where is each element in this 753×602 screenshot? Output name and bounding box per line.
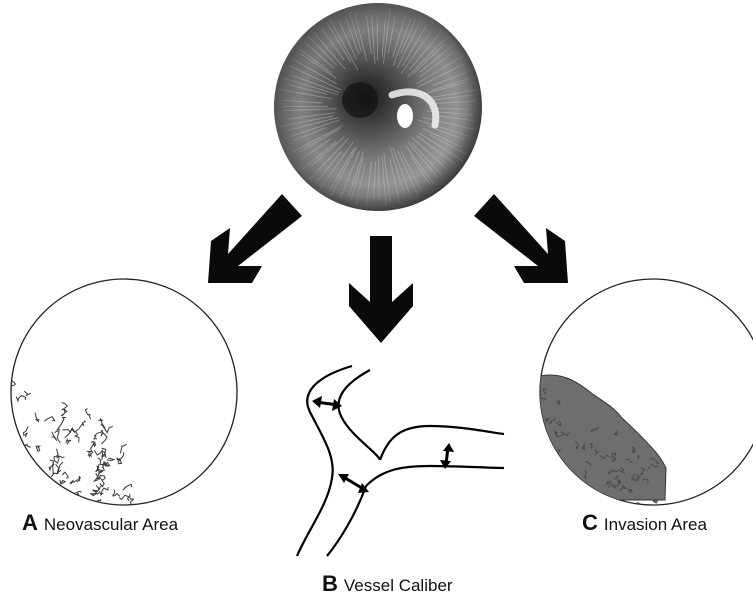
panel-b-letter: B xyxy=(322,571,338,596)
panel-b-text: Vessel Caliber xyxy=(344,576,453,595)
arrow-right xyxy=(474,194,568,283)
panel-c-diagram xyxy=(540,279,753,506)
panel-b-diagram xyxy=(297,366,504,556)
panel-c-label: C Invasion Area xyxy=(582,510,707,536)
arrow-center xyxy=(349,236,413,343)
panel-a-letter: A xyxy=(22,510,38,535)
panel-a-text: Neovascular Area xyxy=(44,515,178,534)
panel-a-diagram xyxy=(6,279,237,512)
cornea-photo xyxy=(274,3,482,211)
panel-c-text: Invasion Area xyxy=(604,515,707,534)
panel-b-label: B Vessel Caliber xyxy=(322,571,453,597)
arrow-left xyxy=(208,194,302,283)
panel-c-letter: C xyxy=(582,510,598,535)
panel-a-label: A Neovascular Area xyxy=(22,510,178,536)
